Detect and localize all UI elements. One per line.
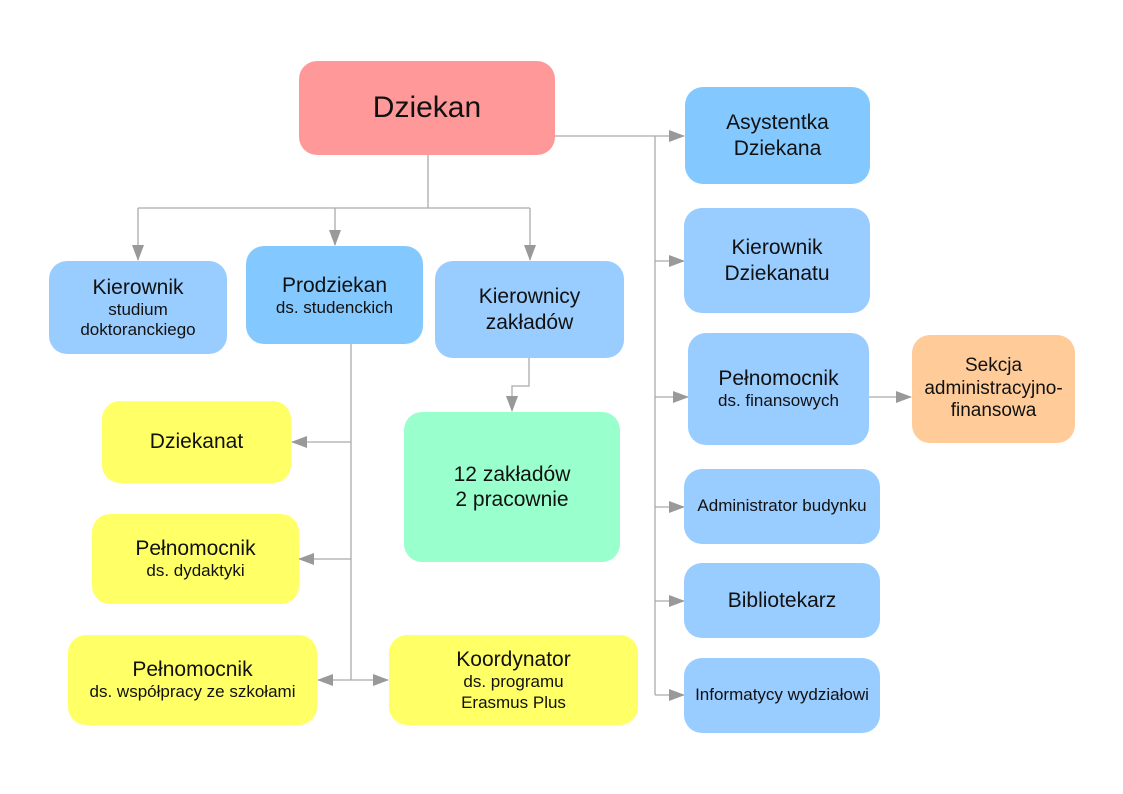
kierownicy-line2: zakładów — [485, 310, 574, 334]
informatycy-label: Informatycy wydziałowi — [695, 685, 869, 705]
node-administrator: Administrator budynku — [684, 469, 880, 544]
node-asystentka: Asystentka Dziekana — [685, 87, 870, 184]
node-informatycy: Informatycy wydziałowi — [684, 658, 880, 733]
koordynator-title: Koordynator — [456, 648, 571, 672]
asystentka-line2: Dziekana — [733, 136, 822, 160]
koordynator-sub1: ds. programu — [463, 672, 564, 692]
node-zaklady: 12 zakładów 2 pracownie — [404, 412, 620, 562]
pelnomocnik-finansow-sub: ds. finansowych — [718, 391, 839, 411]
zaklady-line1: 12 zakładów — [453, 462, 571, 486]
sekcja-line2: administracyjno- — [924, 377, 1063, 399]
node-pelnomocnik-dydaktyki: Pełnomocnik ds. dydaktyki — [92, 514, 299, 604]
kierownicy-line1: Kierownicy — [478, 285, 581, 309]
administrator-label: Administrator budynku — [697, 496, 867, 516]
pelnomocnik-dydaktyki-sub: ds. dydaktyki — [146, 561, 245, 581]
sekcja-line3: finansowa — [950, 400, 1037, 422]
bibliotekarz-label: Bibliotekarz — [727, 588, 837, 612]
pelnomocnik-szkoly-title: Pełnomocnik — [132, 658, 253, 682]
node-pelnomocnik-finansow: Pełnomocnik ds. finansowych — [688, 333, 869, 445]
pelnomocnik-dydaktyki-title: Pełnomocnik — [135, 537, 256, 561]
sekcja-line1: Sekcja — [964, 354, 1023, 376]
koordynator-sub2: Erasmus Plus — [461, 692, 566, 712]
dziekan-label: Dziekan — [372, 91, 482, 124]
node-koordynator: Koordynator ds. programu Erasmus Plus — [389, 635, 638, 725]
node-kierownicy-zakladow: Kierownicy zakładów — [435, 261, 624, 358]
kierownik-studium-sub2: doktoranckiego — [80, 320, 196, 340]
kierownik-dziekanatu-line2: Dziekanatu — [724, 261, 830, 285]
pelnomocnik-finansow-title: Pełnomocnik — [718, 367, 839, 391]
node-pelnomocnik-szkoly: Pełnomocnik ds. współpracy ze szkołami — [68, 635, 317, 725]
node-dziekan: Dziekan — [299, 61, 555, 155]
prodziekan-sub: ds. studenckich — [275, 298, 394, 318]
prodziekan-title: Prodziekan — [281, 274, 388, 297]
kierownik-studium-title: Kierownik — [92, 275, 184, 299]
dziekanat-label: Dziekanat — [149, 430, 244, 454]
node-kierownik-studium: Kierownik studium doktoranckiego — [49, 261, 227, 354]
kierownik-dziekanatu-line1: Kierownik — [731, 236, 823, 260]
asystentka-line1: Asystentka — [726, 111, 829, 135]
node-sekcja: Sekcja administracyjno- finansowa — [912, 335, 1075, 443]
connector-kierownicy-zaklady — [506, 358, 530, 412]
node-kierownik-dziekanatu: Kierownik Dziekanatu — [684, 208, 870, 313]
kierownik-studium-sub1: studium — [108, 299, 168, 319]
node-prodziekan: Prodziekan ds. studenckich — [246, 246, 423, 344]
zaklady-line2: 2 pracownie — [455, 488, 569, 511]
pelnomocnik-szkoly-sub: ds. współpracy ze szkołami — [89, 682, 296, 702]
node-bibliotekarz: Bibliotekarz — [684, 563, 880, 638]
node-dziekanat: Dziekanat — [102, 401, 291, 483]
